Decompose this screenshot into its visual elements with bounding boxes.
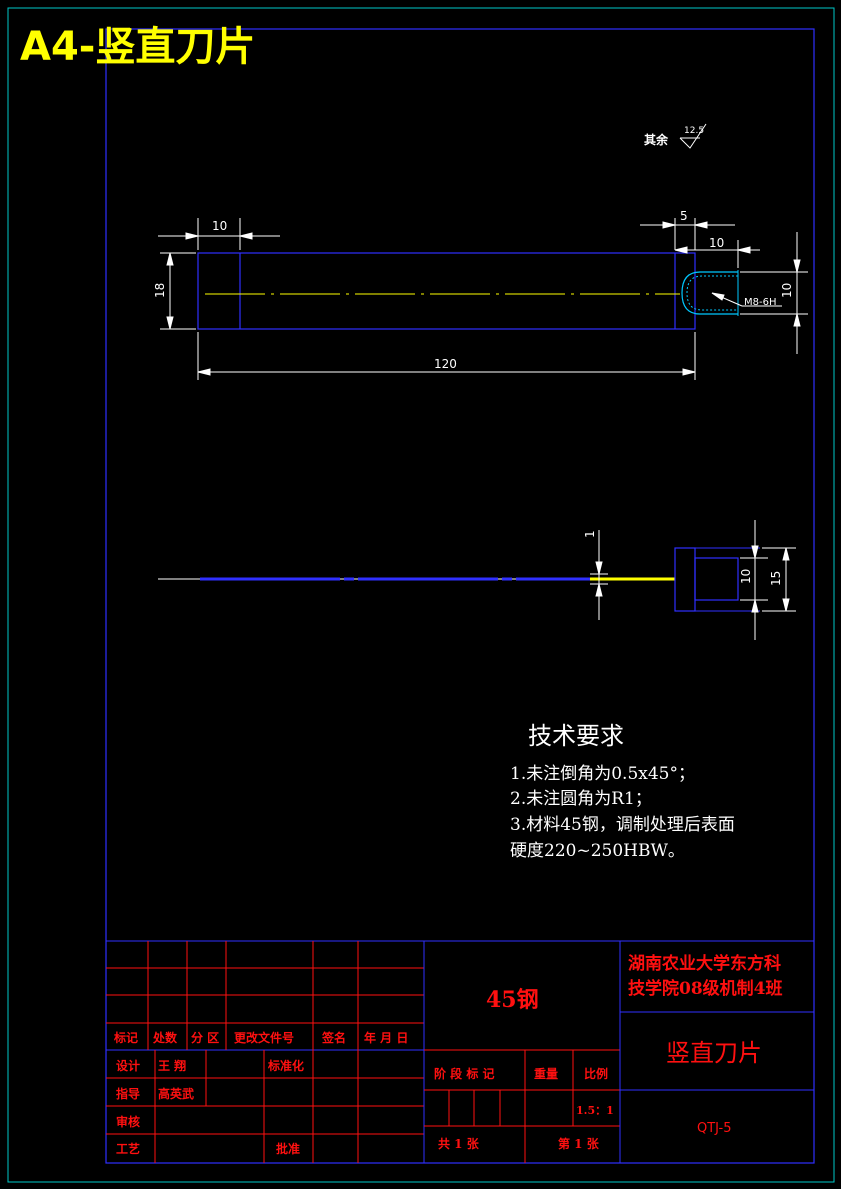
school-line-2: 技学院08级机制4班 bbox=[628, 978, 783, 999]
scale-label: 比例 bbox=[584, 1066, 608, 1081]
scale-value: 1.5：1 bbox=[576, 1104, 614, 1117]
roughness-value: 12.5 bbox=[684, 126, 704, 136]
dim-total-len-text: 120 bbox=[434, 357, 457, 371]
dim-thickness-text: 1 bbox=[583, 530, 597, 538]
dim-outer bbox=[762, 547, 796, 612]
tech-line-4: 硬度220~250HBW。 bbox=[510, 841, 685, 861]
tech-line-3: 3.材料45钢，调制处理后表面 bbox=[510, 815, 735, 835]
weight-label: 重量 bbox=[534, 1066, 558, 1081]
dim-right-offset bbox=[640, 218, 735, 250]
stage-label: 阶 段 标 记 bbox=[434, 1066, 495, 1081]
thread-leader bbox=[711, 292, 782, 307]
hdr-sign: 签名 bbox=[321, 1030, 346, 1045]
title-block-grid bbox=[105, 940, 815, 1164]
part-name: 竖直刀片 bbox=[666, 1039, 762, 1067]
sheet-number: 第 1 张 bbox=[558, 1136, 600, 1151]
drawing-number: QTJ-5 bbox=[697, 1121, 732, 1136]
dim-right-len-text: 10 bbox=[709, 236, 724, 250]
tech-heading: 技术要求 bbox=[528, 722, 624, 750]
dim-outer-text: 15 bbox=[769, 571, 783, 586]
outer-border bbox=[7, 7, 835, 1183]
front-view bbox=[197, 252, 739, 330]
dim-right-offset-text: 5 bbox=[680, 209, 688, 223]
guide-name: 高英武 bbox=[158, 1086, 194, 1101]
approve-label: 批准 bbox=[276, 1141, 300, 1156]
dim-left-len bbox=[158, 218, 280, 250]
guide-label: 指导 bbox=[116, 1086, 140, 1101]
total-sheets: 共 1 张 bbox=[438, 1136, 480, 1151]
top-view bbox=[158, 547, 760, 612]
std-label: 标准化 bbox=[267, 1058, 304, 1073]
dim-bore bbox=[740, 520, 768, 640]
hdr-zone: 分 区 bbox=[191, 1030, 219, 1045]
dim-bore-text: 10 bbox=[739, 569, 753, 584]
dim-height bbox=[160, 252, 196, 330]
design-label: 设计 bbox=[116, 1058, 140, 1073]
thread-label: M8-6H bbox=[744, 297, 776, 308]
material-text: 45钢 bbox=[486, 987, 539, 1013]
review-label: 审核 bbox=[116, 1114, 140, 1129]
roughness-symbol: 其余 12.5 bbox=[644, 123, 707, 149]
hdr-change-doc: 更改文件号 bbox=[234, 1030, 294, 1045]
dim-total-len bbox=[197, 332, 696, 380]
designer-name: 王 翔 bbox=[158, 1058, 186, 1073]
tech-line-1: 1.未注倒角为0.5x45°； bbox=[510, 764, 695, 784]
school-line-1: 湖南农业大学东方科 bbox=[628, 953, 781, 974]
hdr-count: 处数 bbox=[152, 1030, 178, 1045]
dim-thread-dia-text: 10 bbox=[780, 283, 794, 298]
process-label: 工艺 bbox=[116, 1141, 140, 1156]
dim-right-len bbox=[674, 240, 760, 268]
hdr-date: 年 月 日 bbox=[364, 1030, 408, 1045]
roughness-label: 其余 bbox=[644, 132, 669, 147]
hdr-mark: 标记 bbox=[113, 1030, 138, 1045]
dim-thickness bbox=[590, 530, 608, 620]
dim-left-len-text: 10 bbox=[212, 219, 227, 233]
dim-thread-dia bbox=[740, 232, 808, 354]
tech-line-2: 2.未注圆角为R1； bbox=[510, 789, 652, 809]
dim-height-text: 18 bbox=[153, 283, 167, 298]
sheet-title: A4-竖直刀片 bbox=[20, 24, 255, 70]
